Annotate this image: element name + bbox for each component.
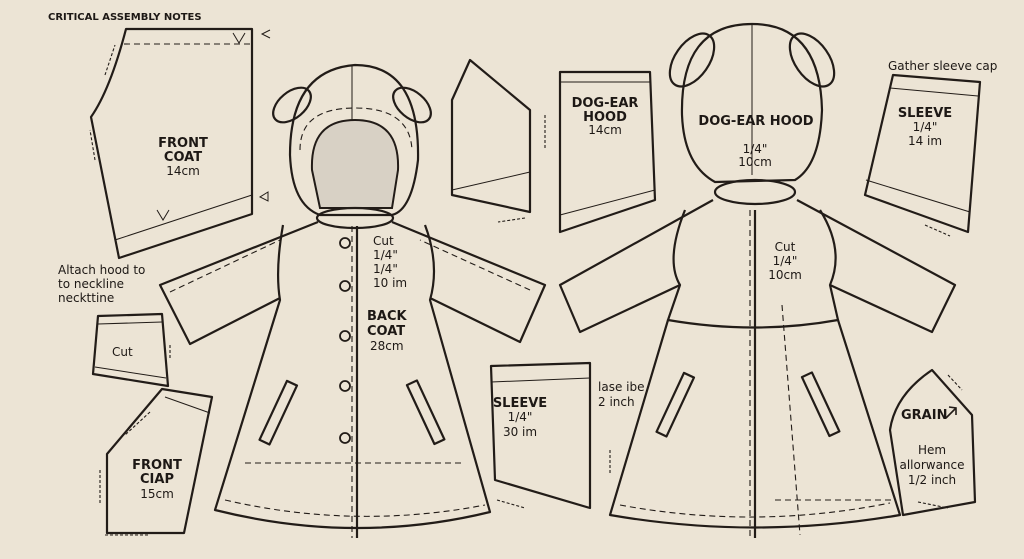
back-coat-size: 28cm: [370, 339, 404, 353]
front-coat-piece: FRONT COAT 14cm: [89, 27, 271, 260]
hem-note-2: allorwance: [899, 458, 964, 472]
cut-piece-label: Cut: [112, 345, 133, 359]
cut-label: Cut: [775, 240, 796, 254]
grainline-arrow-icons: [89, 44, 963, 536]
grain-piece: GRAIN Hem allorwance 1/2 inch: [888, 368, 977, 517]
hood-piece: DOG-EAR HOOD 14cm: [558, 70, 657, 234]
gather-note: Gather sleeve cap: [888, 59, 997, 73]
hem-note-1: Hem: [918, 443, 946, 457]
size-label: 10cm: [768, 268, 802, 282]
pocket: [800, 371, 841, 438]
button-column: [339, 237, 351, 444]
front-clap-label-2: CIAP: [140, 472, 174, 487]
sleeve-seam: 1/4": [913, 120, 938, 134]
pocket: [405, 379, 446, 446]
back-coat-label-1: BACK: [367, 309, 408, 324]
front-clap-size: 15cm: [140, 487, 174, 501]
hood-piece-label-2: HOOD: [583, 110, 627, 125]
hem-note-3: 1/2 inch: [908, 473, 956, 487]
cut-label: Cut: [373, 234, 394, 248]
sleeve-size: 30 im: [503, 425, 537, 439]
sleeve-piece-bottom: SLEEVE 1/4" 30 im: [489, 361, 592, 510]
seam-label: 1/4": [373, 248, 398, 262]
hood-seam: 1/4": [743, 142, 768, 156]
grain-arrow-icon: [945, 406, 957, 419]
sleeve-seam: 1/4": [508, 410, 533, 424]
attach-note-2: to neckline: [58, 277, 124, 291]
front-clap-piece: FRONT CIAP 15cm: [105, 387, 214, 535]
back-coat-label-2: COAT: [367, 324, 405, 339]
front-coat-size: 14cm: [166, 164, 200, 178]
grain-label: GRAIN: [901, 408, 947, 423]
sleeve-piece-top: SLEEVE 1/4" 14 im: [863, 73, 982, 234]
hood-piece-label-1: DOG-EAR: [572, 96, 639, 111]
size-label: 10 im: [373, 276, 407, 290]
sleeve-label: SLEEVE: [898, 106, 952, 121]
hood-size: 10cm: [738, 155, 772, 169]
hood-label: DOG-EAR HOOD: [698, 114, 813, 129]
front-clap-label-1: FRONT: [132, 458, 182, 473]
collar-piece: [450, 58, 532, 214]
seam-label: 1/4": [773, 254, 798, 268]
pocket: [655, 371, 696, 438]
pocket: [258, 379, 299, 446]
seam-label: 1/4": [373, 262, 398, 276]
page-title: CRITICAL ASSEMBLY NOTES: [48, 12, 202, 23]
cut-piece: Cut: [91, 312, 170, 388]
attach-note-3: neckttine: [58, 291, 114, 305]
sleeve-size: 14 im: [908, 134, 942, 148]
right-coat-illustration: DOG-EAR HOOD 1/4" 10cm Cut 1/4" 10cm: [558, 22, 957, 538]
lase-note-2: 2 inch: [598, 395, 635, 409]
attach-note-1: Altach hood to: [58, 263, 145, 277]
front-coat-label-2: COAT: [164, 150, 202, 165]
sleeve-label: SLEEVE: [493, 396, 547, 411]
hood-piece-size: 14cm: [588, 123, 622, 137]
left-coat-illustration: Cut 1/4" 1/4" 10 im BACK COAT 28cm: [158, 63, 547, 538]
lase-note-1: lase ibe: [598, 380, 644, 394]
front-coat-label-1: FRONT: [158, 136, 208, 151]
